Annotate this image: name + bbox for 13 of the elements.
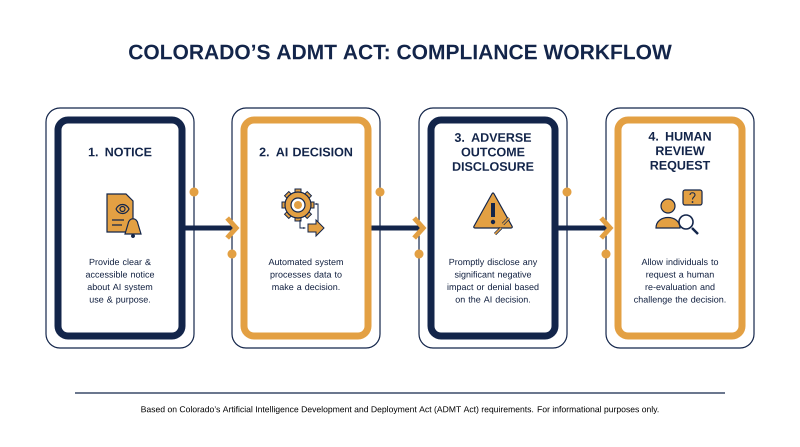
arrow — [372, 216, 426, 240]
step-description: Provide clear & accessible notice about AI system use & purpose. — [86, 258, 154, 304]
step-description: Allow individuals to request a human re-evaluation and challenge the decision. — [634, 258, 726, 304]
arrow — [558, 216, 614, 240]
step-heading: 4. HUMAN REVIEW REQUEST — [648, 132, 711, 172]
step-heading: 1. NOTICE — [88, 148, 152, 156]
step-heading: 3. ADVERSE OUTCOME DISCLOSURE — [452, 133, 534, 171]
step-heading: 2. AI DECISION — [260, 148, 352, 156]
step-description: Automated system processes data to make a decision. — [268, 258, 343, 290]
arrow — [186, 216, 240, 240]
caption: Based on Colorado’s Artificial Intelligence Development and Deployment Act (ADMT Act) requirements. For informational purposes only. — [141, 406, 658, 414]
title: COLORADO’S ADMT ACT: COMPLIANCE WORKFLOW — [129, 44, 672, 60]
step-description: Promptly disclose any significant negative impact or denial based on the AI decision. — [448, 258, 538, 303]
